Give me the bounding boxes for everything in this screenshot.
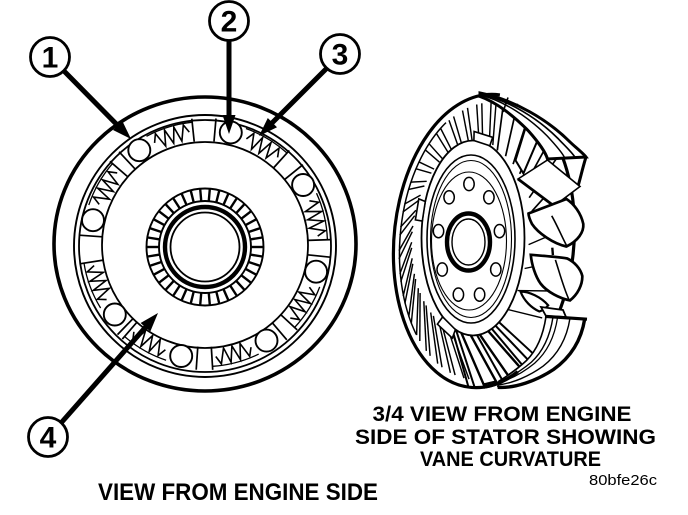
- svg-text:2: 2: [221, 6, 238, 39]
- svg-text:3: 3: [332, 39, 349, 72]
- svg-text:80bfe26c: 80bfe26c: [589, 472, 658, 489]
- svg-text:VIEW FROM ENGINE SIDE: VIEW FROM ENGINE SIDE: [98, 479, 378, 506]
- svg-text:4: 4: [40, 422, 57, 455]
- svg-text:3/4 VIEW FROM ENGINE: 3/4 VIEW FROM ENGINE: [373, 402, 632, 426]
- svg-text:1: 1: [42, 42, 59, 75]
- svg-text:SIDE OF STATOR SHOWING: SIDE OF STATOR SHOWING: [355, 425, 656, 449]
- svg-text:VANE CURVATURE: VANE CURVATURE: [420, 447, 601, 471]
